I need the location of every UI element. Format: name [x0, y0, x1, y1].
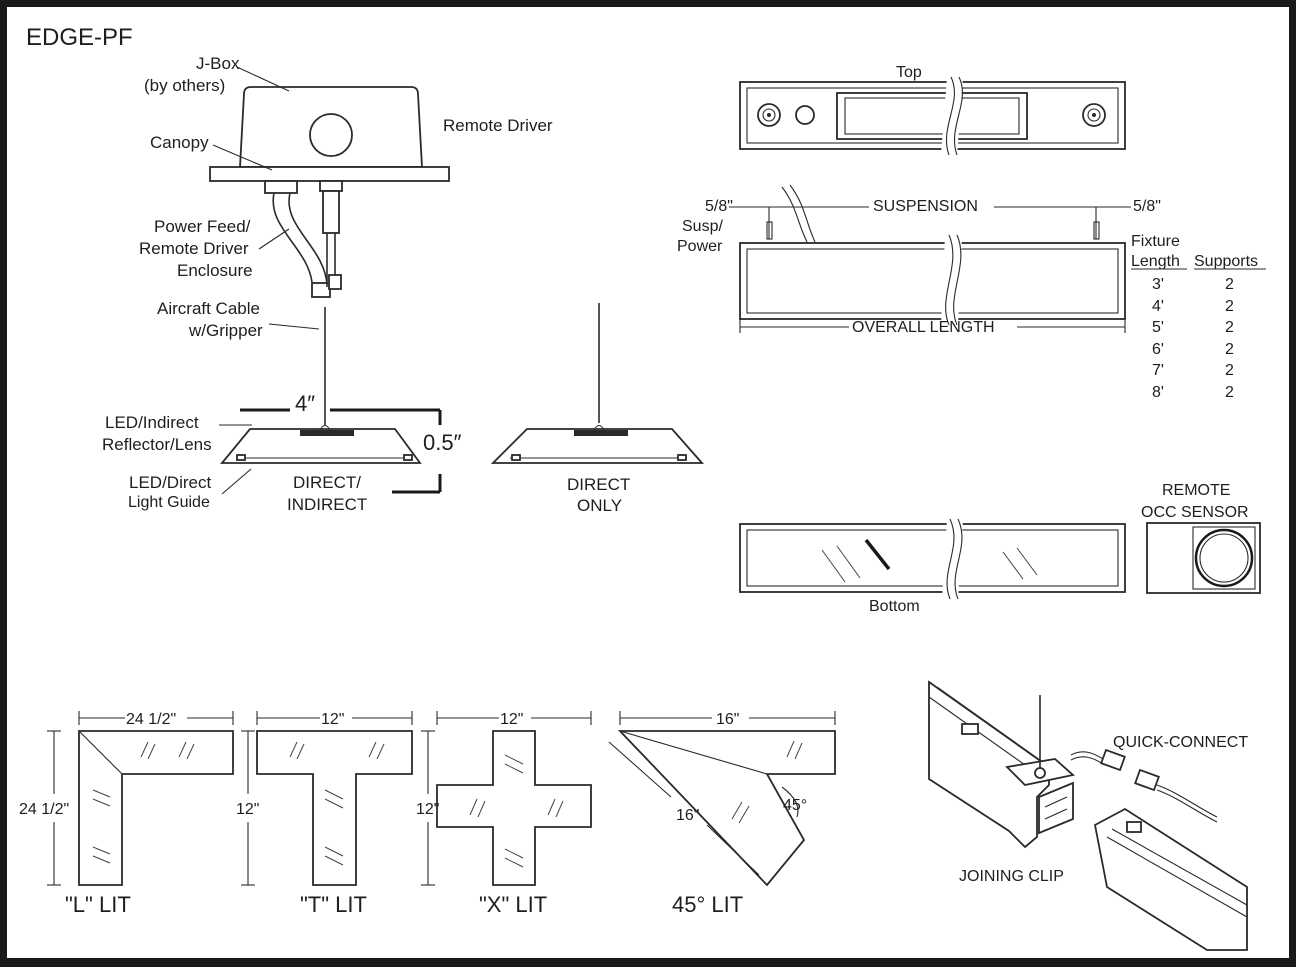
table-header-length-2: Length	[1131, 253, 1180, 270]
canopy-plate	[209, 166, 450, 182]
remote-occ-label-1: REMOTE	[1162, 482, 1230, 499]
jbox-label: J-Box	[196, 54, 240, 73]
top-view-label: Top	[896, 64, 922, 81]
table-row-3: 5' 2	[1152, 319, 1234, 336]
x-lit-dim-h: 12"	[500, 711, 523, 728]
t-lit-label: "T" LIT	[300, 892, 367, 917]
dim-width-label: 4″	[295, 391, 315, 416]
t-lit-dim-h: 12"	[321, 711, 344, 728]
top-view	[739, 76, 1126, 156]
aircraft-cable-label-2: w/Gripper	[188, 321, 263, 340]
direct-only-label-2: ONLY	[577, 496, 622, 515]
led-indirect-label-1: LED/Indirect	[105, 413, 199, 432]
table-cell-length: 4'	[1152, 298, 1164, 315]
table-row-6: 8' 2	[1152, 384, 1234, 401]
supports-table: Fixture Length Supports 3' 2 4' 2 5' 2 6…	[1131, 233, 1266, 401]
led-direct-label-2: Light Guide	[128, 494, 210, 511]
table-cell-supports: 2	[1225, 276, 1234, 293]
suspension-label: SUSPENSION	[873, 198, 978, 215]
spec-drawing: EDGE-PF J-Box (by others) Remote Driver …	[19, 24, 1266, 951]
x-lit-config	[421, 711, 592, 886]
table-cell-length: 3'	[1152, 276, 1164, 293]
bottom-view	[739, 518, 1126, 600]
direct-indirect-label-2: INDIRECT	[287, 495, 367, 514]
direct-only-profile	[490, 303, 704, 464]
power-feed-label-2: Remote Driver	[139, 239, 249, 258]
table-row-1: 3' 2	[1152, 276, 1234, 293]
side-view	[729, 184, 1131, 333]
l-lit-config	[47, 711, 234, 886]
angle-lit-dim-h: 16"	[716, 711, 739, 728]
canopy-label: Canopy	[150, 133, 209, 152]
susp-left-label-2: Susp/	[682, 218, 723, 235]
direct-indirect-profile	[220, 424, 422, 464]
knockout-hole	[309, 113, 353, 157]
table-header-supports: Supports	[1194, 253, 1258, 270]
table-cell-supports: 2	[1225, 362, 1234, 379]
dim-height-label: 0.5″	[423, 430, 462, 455]
table-header-length-1: Fixture	[1131, 233, 1180, 250]
t-lit-config	[241, 711, 413, 886]
table-cell-supports: 2	[1225, 319, 1234, 336]
angle-lit-config	[608, 711, 836, 887]
table-row-2: 4' 2	[1152, 298, 1234, 315]
l-lit-dim-h: 24 1/2"	[126, 711, 176, 728]
t-lit-dim-v: 12"	[236, 801, 259, 818]
occ-sensor	[1146, 522, 1261, 594]
table-cell-supports: 2	[1225, 298, 1234, 315]
overall-length-label: OVERALL LENGTH	[852, 319, 995, 336]
table-cell-length: 8'	[1152, 384, 1164, 401]
power-feed-label-1: Power Feed/	[154, 217, 251, 236]
table-cell-supports: 2	[1225, 384, 1234, 401]
drawing-sheet: EDGE-PF J-Box (by others) Remote Driver …	[7, 7, 1289, 958]
joining-clip-detail	[928, 680, 1248, 951]
angle-lit-dim-diag: 16"	[676, 807, 699, 824]
table-row-5: 7' 2	[1152, 362, 1234, 379]
joining-clip-label: JOINING CLIP	[959, 868, 1064, 885]
table-cell-supports: 2	[1225, 341, 1234, 358]
page-title: EDGE-PF	[26, 24, 133, 51]
l-lit-dim-v: 24 1/2"	[19, 801, 69, 818]
pendant-assembly	[209, 86, 450, 425]
remote-driver-label: Remote Driver	[443, 116, 553, 135]
jbox-sub-label: (by others)	[144, 76, 225, 95]
l-lit-label: "L" LIT	[65, 892, 131, 917]
remote-occ-label-2: OCC SENSOR	[1141, 504, 1249, 521]
susp-left-label-1: 5/8"	[705, 198, 733, 215]
power-feed-label-3: Enclosure	[177, 261, 253, 280]
susp-left-label-3: Power	[677, 238, 723, 255]
direct-only-label-1: DIRECT	[567, 475, 630, 494]
direct-indirect-label-1: DIRECT/	[293, 473, 361, 492]
angle-lit-label: 45° LIT	[672, 892, 743, 917]
table-cell-length: 7'	[1152, 362, 1164, 379]
susp-right-label: 5/8"	[1133, 198, 1161, 215]
led-direct-label-1: LED/Direct	[129, 473, 211, 492]
table-row-4: 6' 2	[1152, 341, 1234, 358]
led-indirect-label-2: Reflector/Lens	[102, 435, 212, 454]
x-lit-dim-v: 12"	[416, 801, 439, 818]
angle-lit-angle: 45°	[783, 797, 807, 814]
table-cell-length: 5'	[1152, 319, 1164, 336]
table-cell-length: 6'	[1152, 341, 1164, 358]
aircraft-cable-label-1: Aircraft Cable	[157, 299, 260, 318]
bottom-view-label: Bottom	[869, 598, 920, 615]
quick-connect-label: QUICK-CONNECT	[1113, 734, 1248, 751]
x-lit-label: "X" LIT	[479, 892, 547, 917]
